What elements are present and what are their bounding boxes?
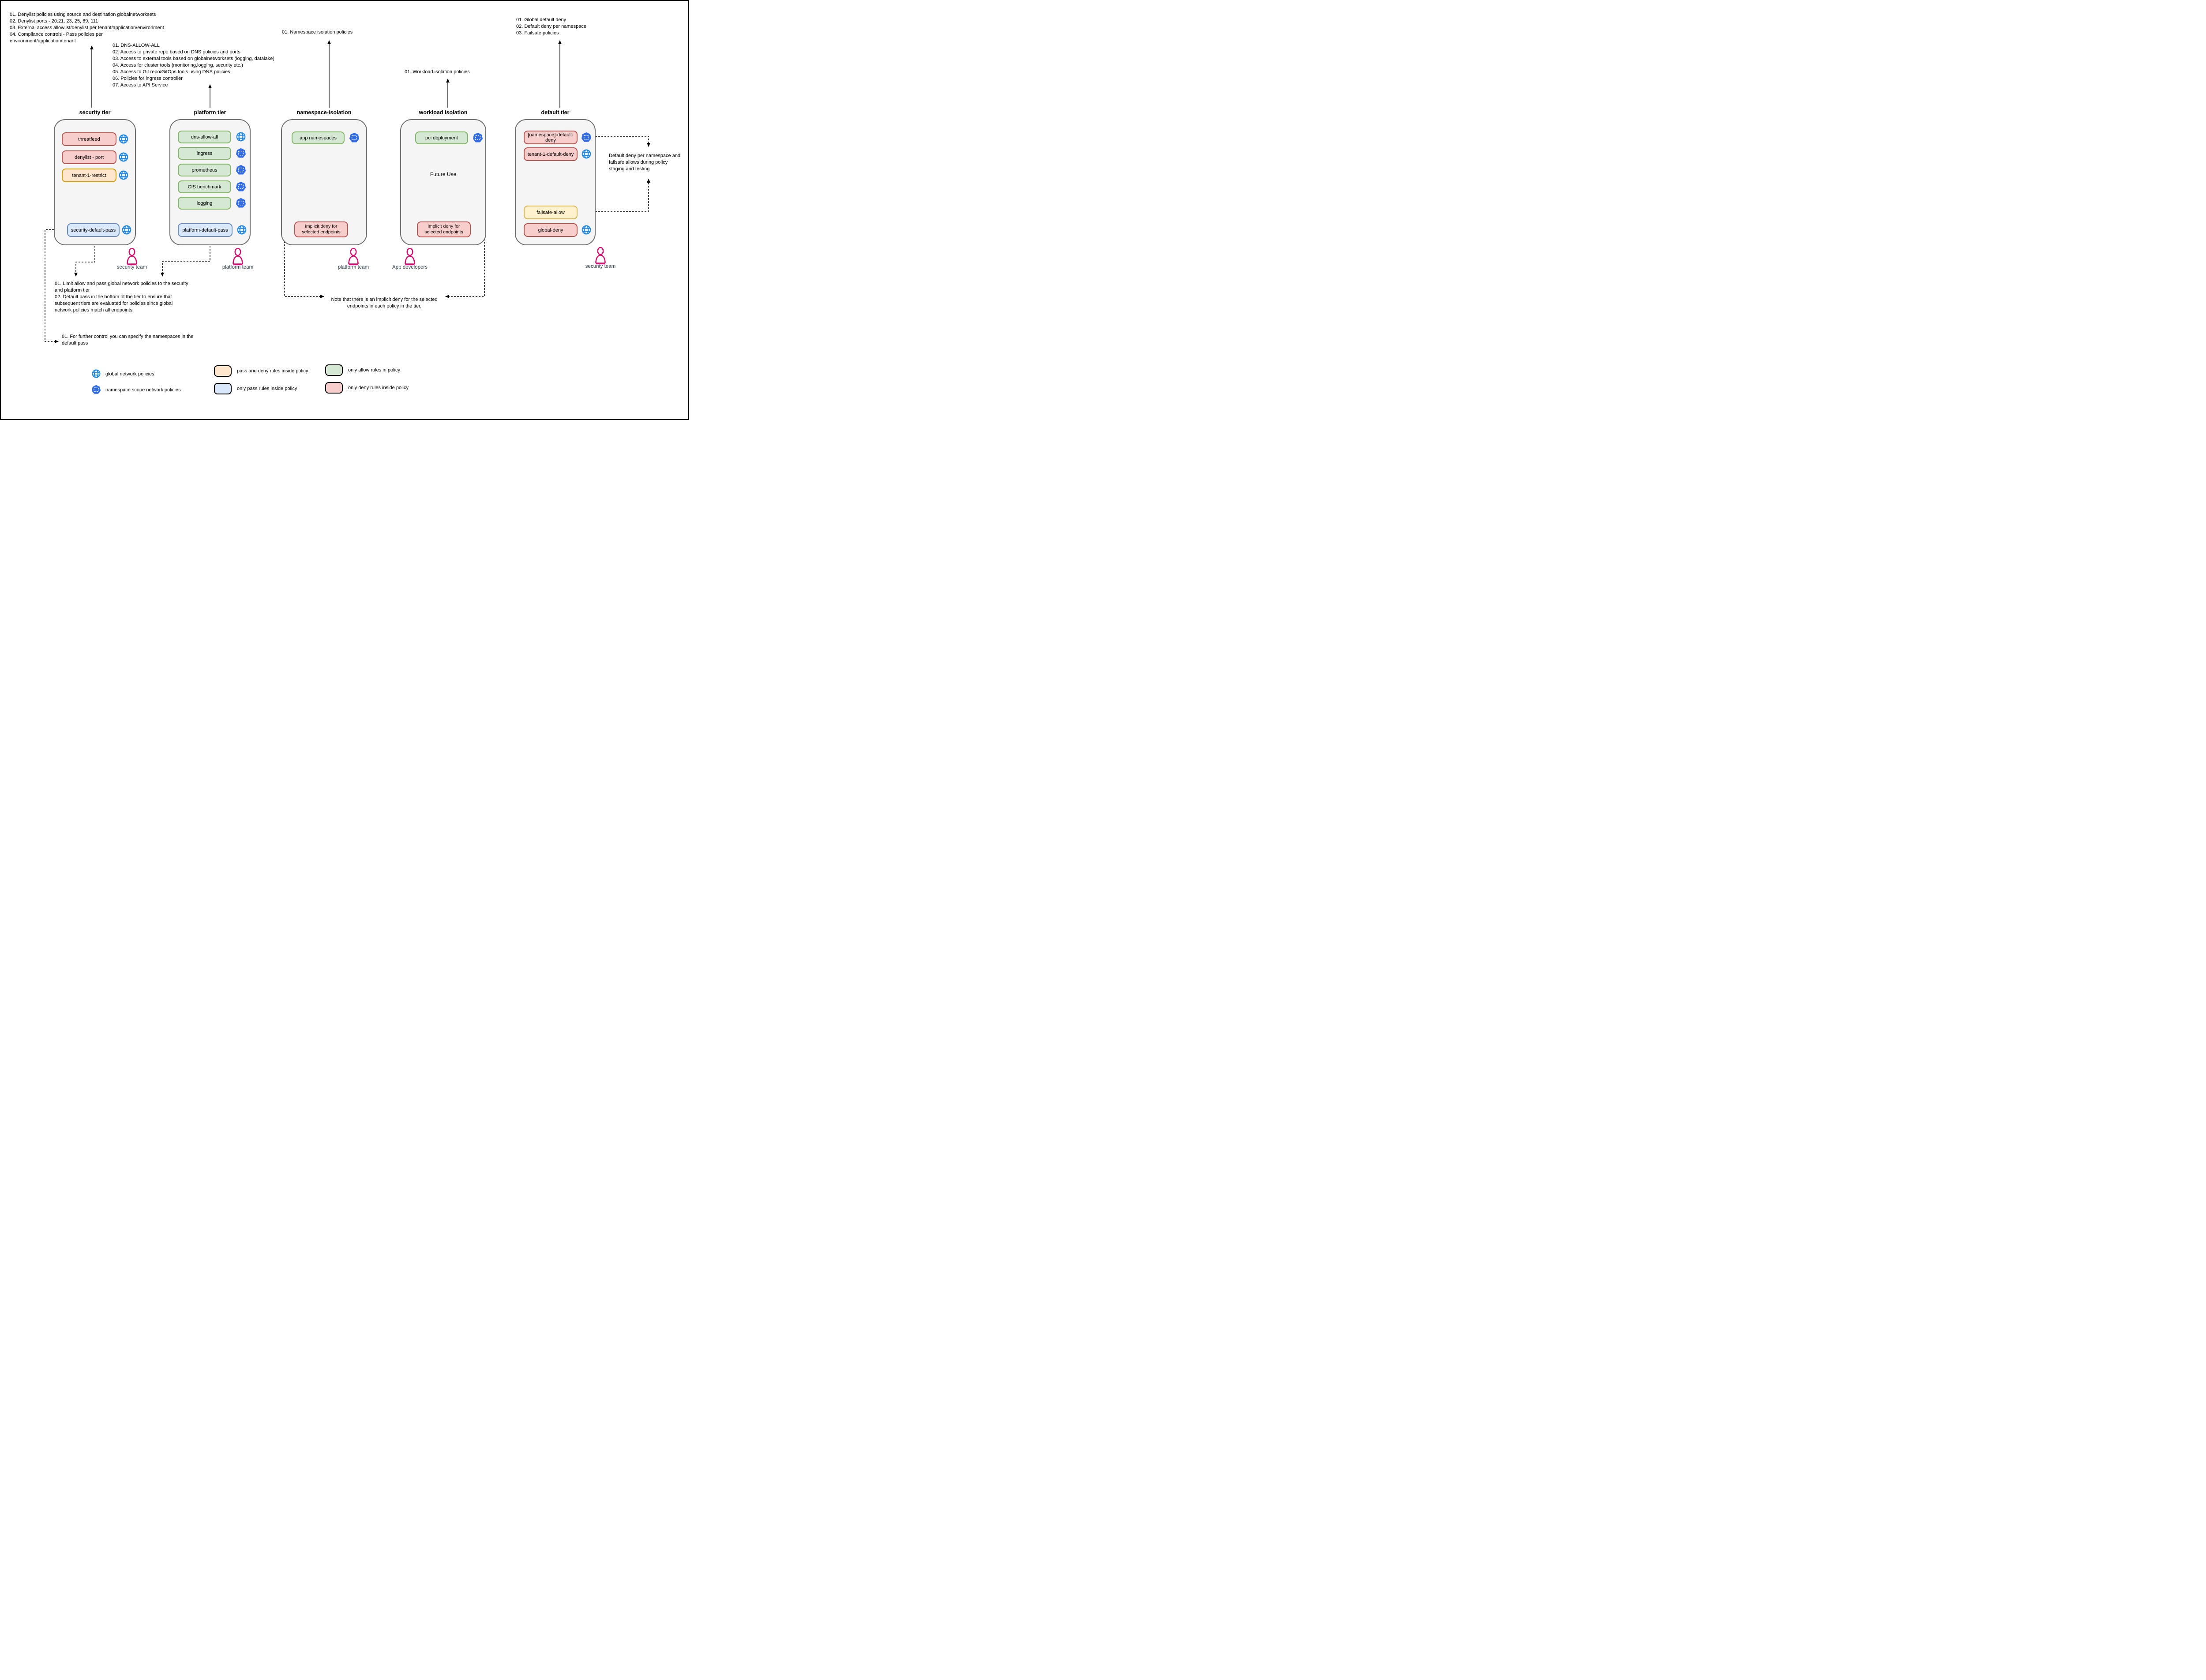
policy-implicit-deny: implicit deny for selected endpoints bbox=[294, 221, 348, 237]
namespace-icon bbox=[236, 165, 246, 175]
person-icon bbox=[232, 248, 244, 266]
globe-icon bbox=[236, 225, 247, 235]
namespace-icon bbox=[349, 132, 360, 143]
legend-swatch-pass bbox=[214, 383, 232, 394]
person-icon bbox=[347, 248, 360, 266]
platform-tier-title: platform tier bbox=[194, 109, 226, 116]
namespace-isolation-tier-container: app namespaces implicit deny for selecte… bbox=[281, 119, 367, 245]
legend-swatch-deny bbox=[325, 382, 343, 394]
policy-tenant-1-default-deny: tenant-1-default-deny bbox=[524, 147, 578, 161]
globe-icon bbox=[121, 225, 132, 235]
globe-icon bbox=[581, 225, 592, 235]
legend-label-deny: only deny rules inside policy bbox=[348, 385, 409, 390]
platform-tier-container: dns-allow-all ingress prometheus CIS ben… bbox=[169, 119, 251, 245]
limit-allow-note: 01. Limit allow and pass global network … bbox=[55, 281, 188, 313]
default-tier-notes: 01. Global default deny 02. Default deny… bbox=[516, 17, 586, 36]
namespace-icon bbox=[473, 132, 483, 143]
policy-platform-default-pass: platform-default-pass bbox=[178, 223, 233, 237]
namespace-icon bbox=[236, 198, 246, 208]
policy-implicit-deny: implicit deny for selected endpoints bbox=[417, 221, 471, 237]
globe-icon bbox=[236, 131, 246, 142]
team-label-app-developers: App developers bbox=[392, 265, 428, 270]
team-label-security: security team bbox=[116, 265, 147, 270]
namespace-icon bbox=[91, 385, 101, 394]
namespace-tier-title: namespace-isolation bbox=[296, 109, 352, 116]
platform-tier-notes: 01. DNS-ALLOW-ALL 02. Access to private … bbox=[113, 43, 274, 88]
person-icon bbox=[594, 247, 607, 265]
globe-icon bbox=[118, 152, 129, 162]
implicit-deny-note: Note that there is an implicit deny for … bbox=[331, 297, 438, 309]
workload-isolation-tier-container: pci deployment Future Use implicit deny … bbox=[400, 119, 486, 245]
team-label-security-2: security team bbox=[585, 264, 616, 269]
legend-swatch-allow bbox=[325, 364, 343, 376]
default-tier-container: [namespace]-default-deny tenant-1-defaul… bbox=[515, 119, 596, 245]
namespace-tier-note: 01. Namespace isolation policies bbox=[282, 30, 353, 35]
workload-tier-title: workload isolation bbox=[419, 109, 468, 116]
legend-label-pass: only pass rules inside policy bbox=[237, 386, 297, 391]
namespace-icon bbox=[236, 148, 246, 158]
namespace-icon bbox=[581, 132, 592, 142]
connector-namespace-default-deny-to-right-note bbox=[592, 136, 650, 147]
policy-ingress: ingress bbox=[178, 147, 231, 160]
policy-app-namespaces: app namespaces bbox=[292, 131, 345, 144]
team-label-platform: platform team bbox=[222, 265, 254, 270]
right-side-note: Default deny per namespace and failsafe … bbox=[609, 153, 681, 172]
globe-icon bbox=[91, 369, 101, 379]
policy-pci-deployment: pci deployment bbox=[415, 131, 468, 144]
legend-label-pass-deny: pass and deny rules inside policy bbox=[237, 368, 308, 374]
further-control-note: 01. For further control you can specify … bbox=[62, 334, 194, 346]
policy-logging: logging bbox=[178, 197, 231, 210]
namespace-icon bbox=[236, 181, 246, 192]
legend-label-namespace: namespace scope network policies bbox=[105, 387, 181, 393]
team-label-platform-2: platform team bbox=[338, 265, 369, 270]
legend-swatch-pass-deny bbox=[214, 365, 232, 377]
globe-icon bbox=[581, 149, 592, 159]
policy-failsafe-allow: failsafe-allow bbox=[524, 206, 578, 219]
connector-platform-tier-to-limit-note bbox=[161, 246, 210, 277]
network-policy-tier-diagram: 01. Denylist policies using source and d… bbox=[0, 0, 689, 420]
workload-tier-note: 01. Workload isolation policies bbox=[405, 69, 470, 75]
policy-namespace-default-deny: [namespace]-default-deny bbox=[524, 131, 578, 144]
policy-security-default-pass: security-default-pass bbox=[67, 223, 120, 237]
legend-label-global: global network policies bbox=[105, 371, 154, 377]
default-tier-title: default tier bbox=[541, 109, 570, 116]
security-tier-container: threatfeed denylist - port tenant-1-rest… bbox=[54, 119, 136, 245]
person-icon bbox=[404, 248, 416, 266]
security-tier-title: security tier bbox=[79, 109, 111, 116]
connector-security-tier-to-limit-note bbox=[74, 246, 95, 277]
policy-prometheus: prometheus bbox=[178, 164, 231, 176]
future-use-label: Future Use bbox=[430, 171, 457, 177]
policy-dns-allow-all: dns-allow-all bbox=[178, 131, 231, 143]
policy-threatfeed: threatfeed bbox=[62, 132, 116, 146]
globe-icon bbox=[118, 134, 129, 144]
policy-denylist-port: denylist - port bbox=[62, 150, 116, 164]
globe-icon bbox=[118, 170, 129, 180]
security-tier-notes: 01. Denylist policies using source and d… bbox=[10, 12, 164, 44]
policy-global-deny: global-deny bbox=[524, 223, 578, 237]
legend-label-allow: only allow rules in policy bbox=[348, 368, 400, 373]
policy-tenant-1-restrict: tenant-1-restrict bbox=[62, 169, 116, 182]
policy-cis-benchmark: CIS benchmark bbox=[178, 180, 231, 193]
person-icon bbox=[126, 248, 138, 266]
